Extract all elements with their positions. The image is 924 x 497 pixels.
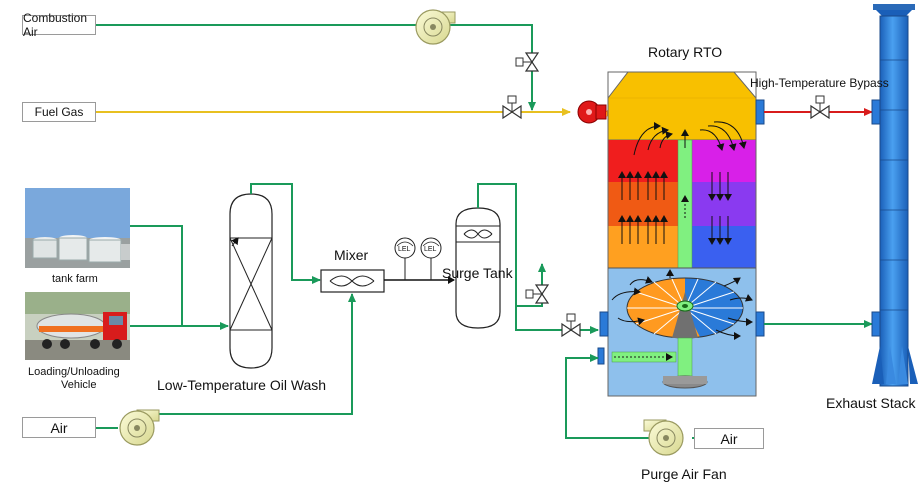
purge-air-line: [565, 354, 650, 439]
oil-wash-column: [229, 193, 273, 369]
mixer-element-icon: [320, 269, 385, 293]
oil-wash-label: Low-Temperature Oil Wash: [157, 377, 327, 393]
air-left-fan-icon[interactable]: [119, 409, 160, 446]
burner-icon: [577, 100, 607, 124]
combustion-air-fan-icon[interactable]: [415, 9, 456, 45]
tank-farm-line: [130, 225, 229, 330]
loading-vehicle-label-2: Vehicle: [61, 379, 97, 391]
fuel-gas-valve-icon[interactable]: [502, 95, 522, 120]
exhaust-stack: [871, 4, 918, 387]
surge-tank-label: Surge Tank: [442, 265, 513, 281]
fuel-gas-label: Fuel Gas: [34, 105, 84, 119]
lel-gauge-1-icon: [394, 237, 416, 280]
lel-gauge-2-icon: [420, 237, 442, 280]
fuel-gas-source-box: Fuel Gas: [22, 102, 96, 122]
combustion-air-source-box: Combustion Air: [22, 11, 96, 39]
bypass-valve-icon[interactable]: [810, 95, 830, 120]
oil-wash-outlet-line: [250, 183, 321, 284]
high-temp-bypass-label: High-Temperature Bypass: [750, 76, 889, 90]
air-left-label: Air: [50, 419, 68, 436]
tank-farm-photo: [25, 188, 130, 268]
vent-valve-icon[interactable]: [525, 284, 550, 304]
surge-tank-vent-line: [516, 263, 546, 307]
rto-inlet-valve-icon[interactable]: [561, 313, 581, 338]
combustion-air-valve-icon[interactable]: [515, 52, 540, 72]
exhaust-stack-label: Exhaust Stack: [826, 395, 916, 411]
loading-vehicle-label-1: Loading/Unloading: [28, 366, 120, 378]
air-left-to-mixer-line: [155, 293, 356, 415]
tank-farm-label: tank farm: [52, 273, 98, 285]
purge-air-fan-icon[interactable]: [643, 419, 684, 456]
rotary-rto-title: Rotary RTO: [648, 44, 723, 60]
purge-air-fan-label: Purge Air Fan: [641, 466, 727, 482]
air-left-source-box: Air: [22, 417, 96, 438]
lel-2-label: LEL: [424, 246, 437, 253]
lel-1-label: LEL: [398, 246, 411, 253]
rotary-valve-icon: [626, 277, 744, 339]
combustion-air-line: [96, 24, 536, 111]
surge-tank-top-line: [477, 183, 599, 334]
air-right-label: Air: [720, 430, 738, 447]
surge-tank: [455, 207, 501, 329]
air-right-source-box: Air: [694, 428, 764, 449]
mixer-label: Mixer: [334, 247, 369, 263]
rotary-rto: [597, 71, 765, 397]
loading-vehicle-photo: [25, 292, 130, 360]
combustion-air-label: Combustion Air: [23, 11, 88, 39]
